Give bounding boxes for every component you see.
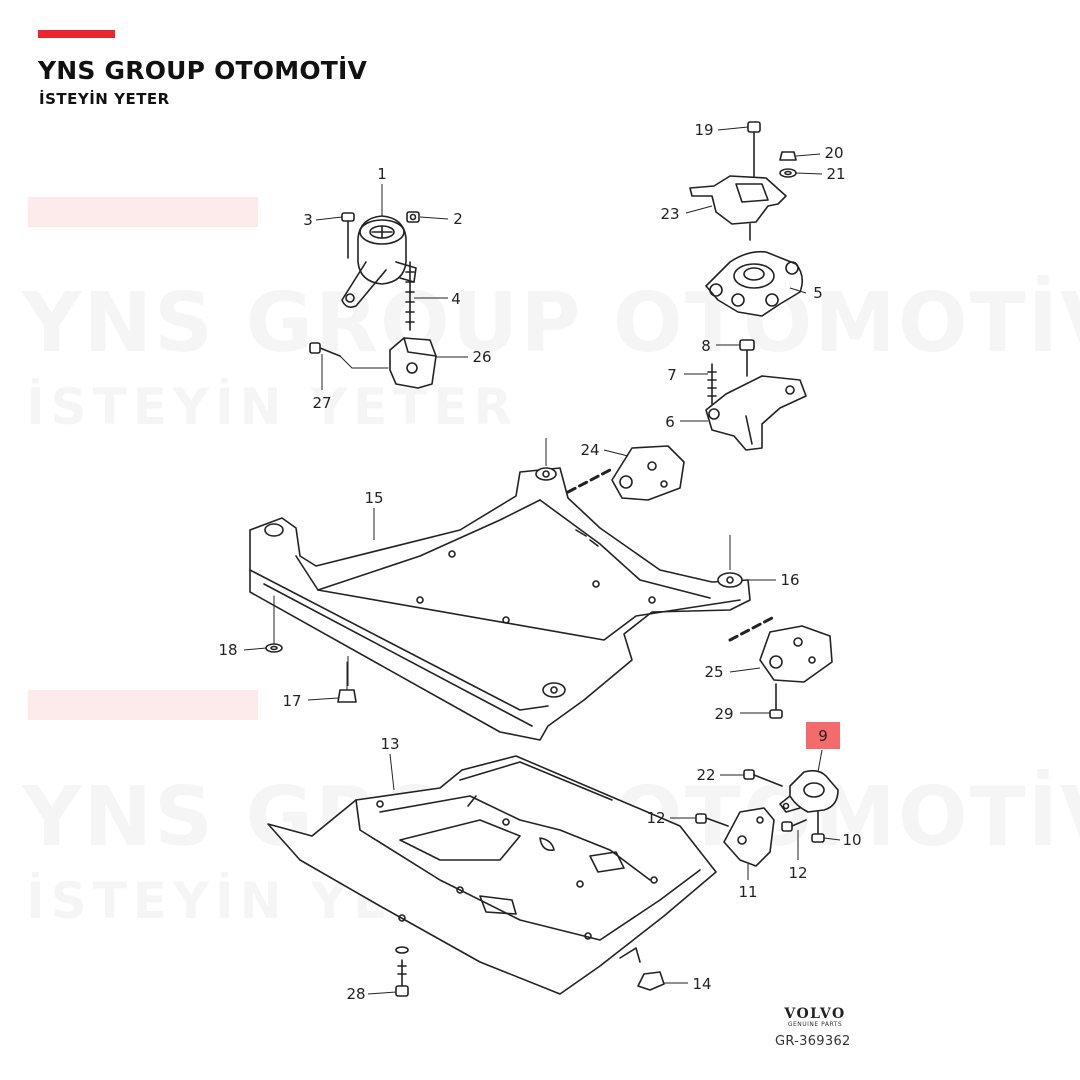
bolt-part-27 [309,342,389,369]
subframe-part-15 [249,467,751,741]
diagram-reference: GR-369362 [775,1034,851,1049]
nut-part-20 [779,151,797,161]
bracket-part-23 [689,175,787,241]
bolt-part-3 [341,212,355,259]
volvo-logo-word: VOLVO [784,1006,846,1022]
callout-11[interactable]: 11 [738,883,757,901]
callout-28[interactable]: 28 [346,985,365,1003]
washer-part-28 [395,946,409,954]
nut-part-2 [406,211,420,223]
callout-1[interactable]: 1 [377,165,387,183]
bracket-part-25 [728,616,833,683]
washer-part-18 [265,595,283,653]
stud-part-7 [707,363,717,407]
volvo-logo-sub: GENUINE PARTS [787,1021,843,1028]
bolt-part-29 [769,683,783,719]
bolt-part-10 [811,811,825,843]
bolt-part-12 [781,819,807,832]
callout-21[interactable]: 21 [826,165,845,183]
callout-3[interactable]: 3 [303,211,313,229]
bracket-part-6 [705,375,807,451]
callout-29[interactable]: 29 [714,705,733,723]
callout-10[interactable]: 10 [842,831,861,849]
callout-16[interactable]: 16 [780,571,799,589]
brand-tagline: İSTEYİN YETER [39,90,170,108]
callout-24[interactable]: 24 [580,441,599,459]
callout-9[interactable]: 9 [818,727,828,745]
watermark-bar [28,690,258,720]
volvo-logo: VOLVO GENUINE PARTS [778,1006,852,1028]
callout-25[interactable]: 25 [704,663,723,681]
callout-15[interactable]: 15 [364,489,383,507]
callout-5[interactable]: 5 [813,284,823,302]
callout-22[interactable]: 22 [696,766,715,784]
brand-accent-bar [38,30,115,38]
callout-27[interactable]: 27 [312,394,331,412]
watermark-bar [28,197,258,227]
torque-rod-part-9 [779,769,839,813]
callout-13[interactable]: 13 [380,735,399,753]
callout-8[interactable]: 8 [701,337,711,355]
callout-14[interactable]: 14 [692,975,711,993]
bolt-part-8 [739,339,755,377]
callout-18[interactable]: 18 [218,641,237,659]
clip-part-14 [637,971,665,991]
bolt-part-28 [395,959,409,997]
bracket-part-11 [723,807,775,867]
washer-part-21 [779,168,797,178]
highlight-box-part-9 [806,722,840,749]
callout-2[interactable]: 2 [453,210,463,228]
bolt-part-19 [747,121,761,181]
bolt-part-12 [695,813,729,827]
callout-20[interactable]: 20 [824,144,843,162]
stud-part-4 [405,261,415,331]
callout-4[interactable]: 4 [451,290,461,308]
bolt-part-22 [743,769,783,787]
callout-12[interactable]: 12 [646,809,665,827]
callout-7[interactable]: 7 [667,366,677,384]
callout-6[interactable]: 6 [665,413,675,431]
splash-shield-part-13 [267,755,717,995]
callout-23[interactable]: 23 [660,205,679,223]
bracket-part-26 [389,337,437,389]
callout-26[interactable]: 26 [472,348,491,366]
transmission-mount-part-5 [705,250,804,317]
bracket-part-24 [566,445,685,501]
callout-19[interactable]: 19 [694,121,713,139]
callout-17[interactable]: 17 [282,692,301,710]
callout-12[interactable]: 12 [788,864,807,882]
bolt-part-17 [337,661,357,703]
leader-lines [243,126,841,995]
brand-title: YNS GROUP OTOMOTİV [38,56,368,85]
engine-mount-part-1 [341,215,417,308]
